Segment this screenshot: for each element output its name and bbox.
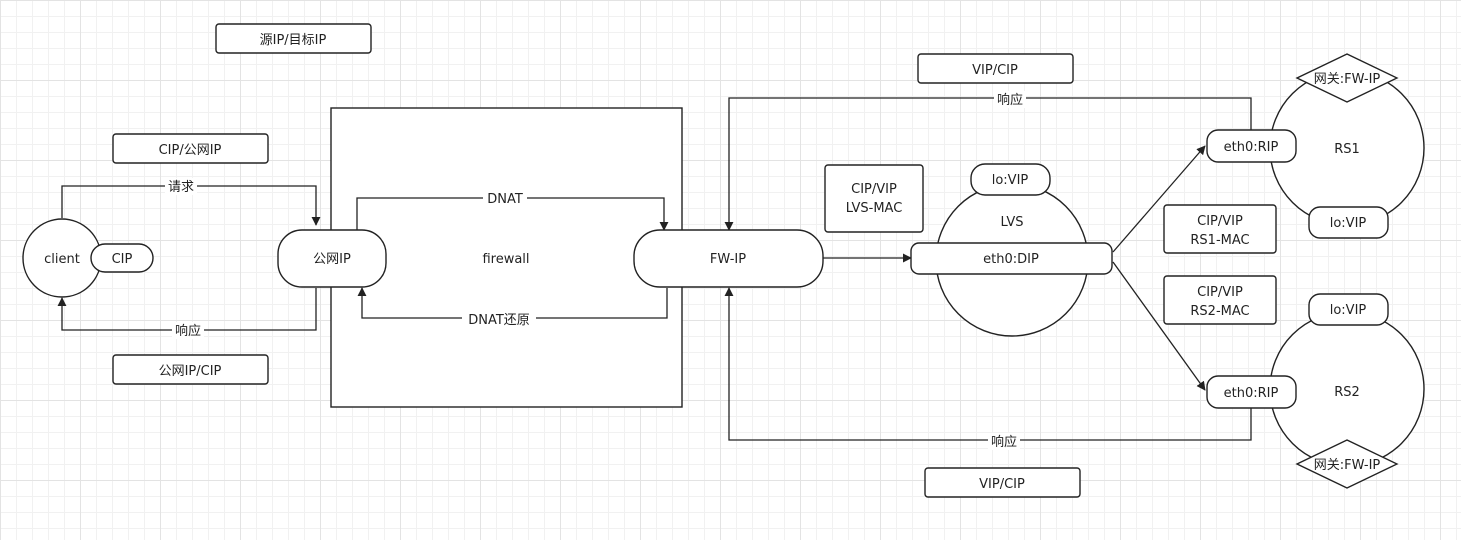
svg-text:firewall: firewall [482,252,529,267]
svg-text:网关:FW-IP: 网关:FW-IP [1314,72,1381,87]
rs2-gateway-diamond: 网关:FW-IP [1295,439,1399,489]
svg-text:eth0:RIP: eth0:RIP [1224,140,1279,155]
edge-response-rs1 [724,97,1252,231]
svg-text:RS1-MAC: RS1-MAC [1190,233,1249,248]
svg-text:LVS-MAC: LVS-MAC [846,201,903,216]
svg-text:FW-IP: FW-IP [710,252,746,267]
svg-text:DNAT还原: DNAT还原 [468,313,530,328]
svg-text:公网IP: 公网IP [313,252,351,267]
label-cip-public: CIP/公网IP [112,133,269,164]
svg-text:源IP/目标IP: 源IP/目标IP [260,33,327,48]
label-public-cip: 公网IP/CIP [112,354,269,385]
lvs-eth0-port: eth0:DIP [910,242,1113,275]
svg-text:lo:VIP: lo:VIP [1330,303,1367,318]
svg-text:RS2: RS2 [1334,385,1360,400]
svg-text:响应: 响应 [997,92,1023,108]
edge-dnat-restore-label: DNAT还原 [462,311,536,328]
label-cip-vip-rs1-mac: CIP/VIP RS1-MAC [1163,204,1277,254]
label-cip-vip-lvs-mac: CIP/VIP LVS-MAC [824,164,924,233]
svg-text:RS2-MAC: RS2-MAC [1190,304,1249,319]
svg-text:CIP/公网IP: CIP/公网IP [159,143,222,158]
svg-text:响应: 响应 [991,434,1017,450]
rs2-lo-port: lo:VIP [1308,293,1389,326]
rs1-gateway-diamond: 网关:FW-IP [1295,53,1399,103]
svg-text:RS1: RS1 [1334,142,1360,157]
edge-response-client-label: 响应 [172,322,204,339]
rs1-lo-port: lo:VIP [1308,206,1389,239]
label-vip-cip-top: VIP/CIP [917,53,1074,84]
edge-request-label: 请求 [165,178,197,195]
svg-text:VIP/CIP: VIP/CIP [972,63,1018,78]
label-src-dst: 源IP/目标IP [215,23,372,54]
edge-response-rs2-label: 响应 [988,433,1020,450]
svg-text:CIP/VIP: CIP/VIP [1197,285,1243,300]
client-node: client [22,218,102,298]
svg-text:网关:FW-IP: 网关:FW-IP [1314,458,1381,473]
svg-text:响应: 响应 [175,323,201,339]
rs1-eth0-port: eth0:RIP [1206,129,1297,163]
svg-text:DNAT: DNAT [487,192,523,207]
svg-text:CIP/VIP: CIP/VIP [851,182,897,197]
label-vip-cip-bottom: VIP/CIP [924,467,1081,498]
svg-text:公网IP/CIP: 公网IP/CIP [159,364,222,379]
svg-text:eth0:RIP: eth0:RIP [1224,386,1279,401]
edge-dnat-label: DNAT [483,190,527,207]
svg-text:请求: 请求 [168,180,194,195]
edge-response-rs1-label: 响应 [994,91,1026,108]
rs2-eth0-port: eth0:RIP [1206,375,1297,409]
svg-text:eth0:DIP: eth0:DIP [983,252,1039,267]
edge-lvs-to-rs1 [1112,145,1206,253]
client-cip-port: CIP [90,243,154,273]
svg-text:CIP/VIP: CIP/VIP [1197,214,1243,229]
edge-lvs-to-rs2 [1112,261,1206,391]
public-ip-port: 公网IP [277,229,387,288]
svg-text:lo:VIP: lo:VIP [1330,216,1367,231]
lvs-lo-port: lo:VIP [970,163,1051,196]
svg-text:lo:VIP: lo:VIP [992,173,1029,188]
svg-text:CIP: CIP [112,252,133,267]
svg-text:client: client [44,252,80,267]
fw-ip-port: FW-IP [633,229,824,288]
label-cip-vip-rs2-mac: CIP/VIP RS2-MAC [1163,275,1277,325]
svg-text:VIP/CIP: VIP/CIP [979,477,1025,492]
svg-text:LVS: LVS [1001,215,1024,230]
